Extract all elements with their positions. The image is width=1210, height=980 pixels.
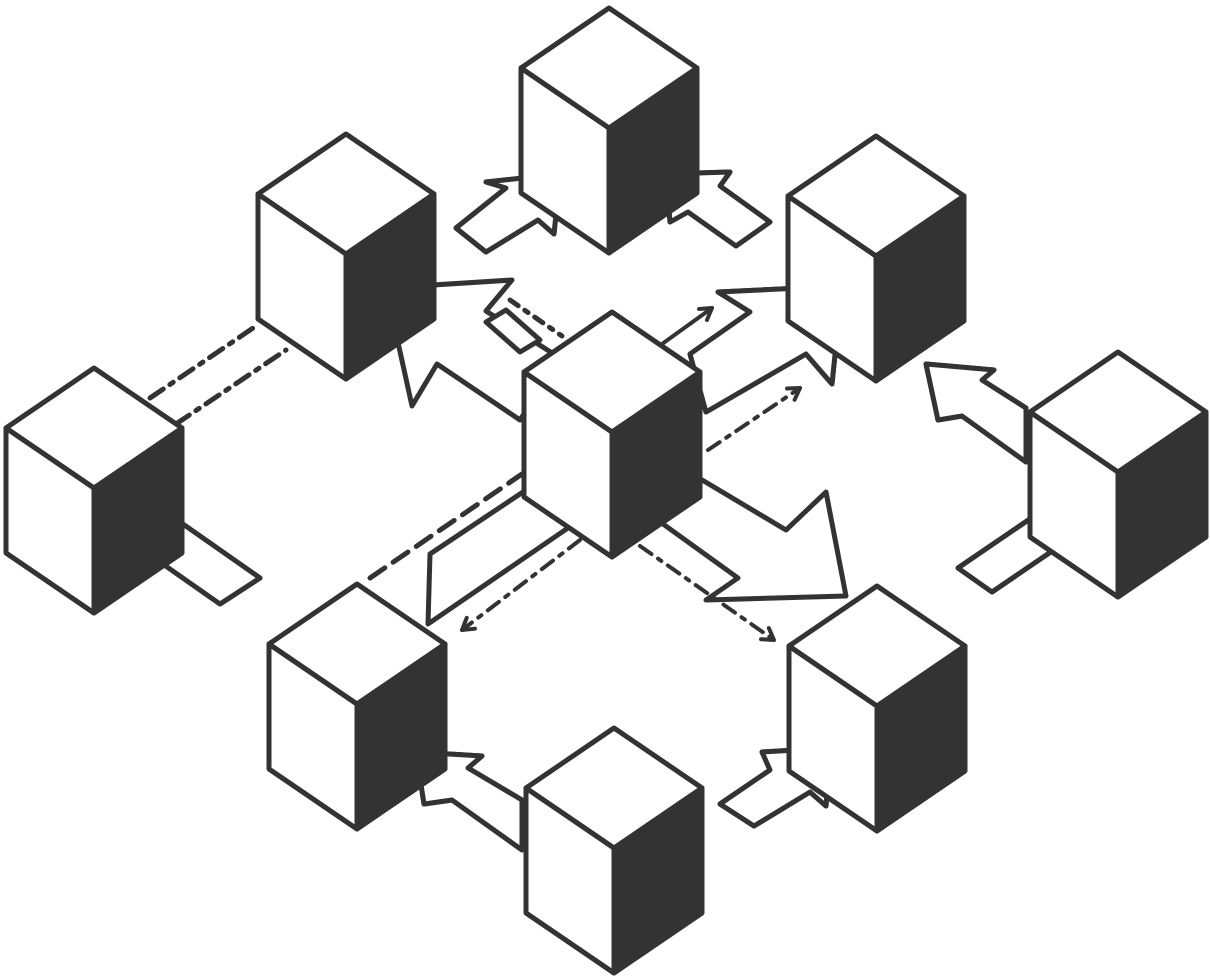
cube-top-face — [518, 5, 700, 131]
cube-bottom — [523, 725, 705, 976]
cube-top-face — [3, 365, 185, 491]
cube-top-face — [1027, 349, 1209, 475]
cube-upper-left — [255, 131, 437, 382]
link-upper-left-to-left-b — [173, 347, 289, 427]
signal-center-to-upper-right-arrow — [660, 306, 714, 346]
bar-center-top-icon — [483, 307, 543, 355]
arrow-bottom-to-lower-left-icon — [413, 749, 525, 853]
cube-top-face — [523, 725, 705, 851]
signal-center-to-right-arrow — [706, 386, 802, 452]
cube-top — [518, 5, 700, 256]
arrow-right-to-upper-right-icon — [923, 361, 1029, 465]
link-upper-left-to-left-a — [147, 323, 259, 401]
cubes-layer — [3, 5, 1209, 976]
cube-upper-right — [785, 133, 967, 384]
cube-top-face — [786, 583, 968, 709]
cube-top-face — [521, 309, 703, 435]
cube-top-face — [255, 131, 437, 257]
cube-center — [521, 309, 703, 560]
link-center-to-top — [507, 297, 565, 339]
signal-center-to-lower-right-arrow — [638, 544, 776, 642]
signal-center-to-lower-left-arrow — [460, 538, 582, 632]
cube-top-face — [266, 581, 448, 707]
cube-right — [1027, 349, 1209, 600]
cube-lower-left — [266, 581, 448, 832]
cube-lower-right — [786, 583, 968, 834]
cube-top-face — [785, 133, 967, 259]
cube-left — [3, 365, 185, 616]
link-center-to-lower-left — [367, 471, 525, 581]
